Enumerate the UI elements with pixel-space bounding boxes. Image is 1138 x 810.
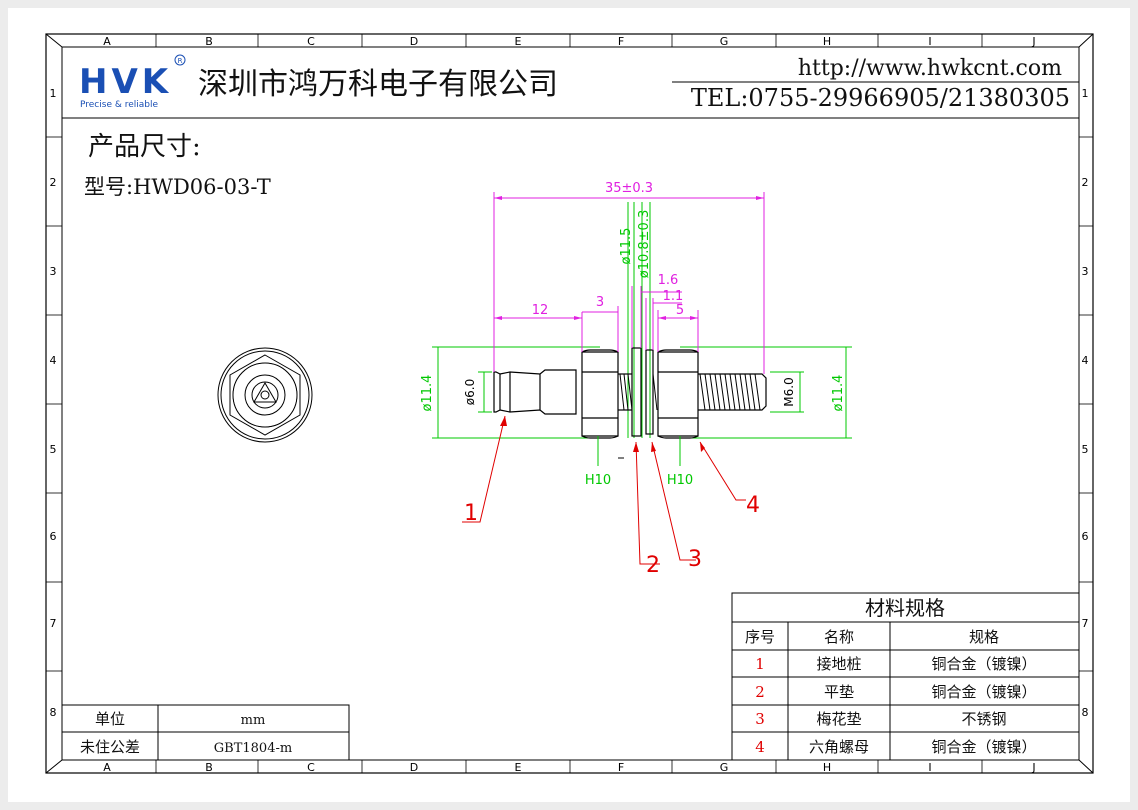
dim-pin-diameter: ø6.0: [463, 379, 477, 405]
row-no: 3: [755, 710, 765, 728]
inner-frame: [61, 46, 1080, 761]
row-spec: 铜合金（镀镍）: [931, 738, 1036, 756]
row-label-left: 1: [50, 87, 57, 100]
col-label-bottom: I: [928, 761, 931, 774]
zone-ticks: [46, 34, 1093, 773]
col-label-top: B: [205, 35, 213, 48]
dim-diameter-left: ø11.4: [420, 375, 435, 412]
col-label-top: C: [307, 35, 315, 48]
row-label-left: 6: [50, 530, 57, 543]
col-label-top: F: [618, 35, 624, 48]
row-label-left: 4: [50, 354, 57, 367]
units-table: [61, 704, 350, 761]
dim-hex-right: H10: [667, 473, 693, 488]
row-name: 梅花垫: [816, 710, 861, 728]
row-no: 2: [755, 683, 765, 701]
svg-text:R: R: [178, 57, 183, 65]
tolerance-label: 未住公差: [80, 738, 140, 756]
website: http://www.hwkcnt.com: [798, 56, 1062, 81]
dim-length-1-6: 1.6: [658, 273, 679, 288]
row-label-left: 2: [50, 176, 57, 189]
callout-2: 2: [646, 553, 660, 578]
row-label-right: 3: [1082, 265, 1089, 278]
callout-4: 4: [746, 493, 760, 518]
dim-diameter-11-5: ø11.5: [619, 228, 634, 265]
callout-leaders: [462, 415, 746, 565]
row-spec: 不锈钢: [961, 710, 1006, 728]
dim-hex-left: H10: [585, 473, 611, 488]
drawing-canvas: A B C D E F G H I J A B C D E F G H I J …: [45, 33, 1094, 774]
row-label-right: 7: [1082, 617, 1089, 630]
col-label-top: G: [720, 35, 729, 48]
row-name: 接地桩: [816, 655, 861, 673]
col-label-top: D: [410, 35, 418, 48]
col-label-bottom: B: [205, 761, 213, 774]
product-heading: 产品尺寸:: [88, 132, 201, 162]
company-logo: HVK: [79, 62, 172, 102]
model-number: 型号:HWD06-03-T: [84, 175, 271, 199]
row-label-right: 2: [1082, 176, 1089, 189]
row-spec: 铜合金（镀镍）: [931, 655, 1036, 673]
callout-3: 3: [688, 547, 702, 572]
col-label-bottom: G: [720, 761, 729, 774]
row-label-right: 4: [1082, 354, 1089, 367]
materials-table: [731, 592, 1080, 761]
tolerance-value: GBT1804-m: [214, 741, 292, 756]
col-label-bottom: D: [410, 761, 418, 774]
row-name: 六角螺母: [809, 738, 869, 756]
dim-thread: M6.0: [782, 377, 796, 406]
side-view: [432, 202, 852, 439]
dim-length-1-1: 1.1: [663, 289, 684, 304]
unit-value: mm: [241, 713, 266, 728]
company-name: 深圳市鸿万科电子有限公司: [198, 67, 558, 102]
col-label-bottom: H: [823, 761, 831, 774]
col-label-bottom: E: [515, 761, 522, 774]
col-header-no: 序号: [745, 628, 775, 646]
col-header-spec: 规格: [969, 628, 999, 646]
col-label-top: I: [928, 35, 931, 48]
dim-diameter-right: ø11.4: [831, 375, 846, 412]
row-label-left: 7: [50, 617, 57, 630]
row-label-right: 5: [1082, 443, 1089, 456]
col-label-bottom: J: [1031, 761, 1035, 774]
col-header-name: 名称: [824, 628, 854, 646]
dim-length-5: 5: [676, 303, 684, 318]
row-name: 平垫: [824, 683, 854, 701]
registered-icon: R: [174, 54, 186, 66]
unit-label: 单位: [95, 710, 125, 728]
col-label-bottom: A: [103, 761, 111, 774]
col-label-bottom: F: [618, 761, 624, 774]
dim-length-12: 12: [532, 303, 549, 318]
logo-tagline: Precise & reliable: [80, 100, 158, 110]
row-label-left: 3: [50, 265, 57, 278]
row-no: 4: [755, 738, 765, 756]
end-view: [217, 347, 313, 443]
col-label-top: J: [1031, 35, 1035, 48]
drawing-sheet: A B C D E F G H I J A B C D E F G H I J …: [8, 8, 1130, 802]
row-label-left: 8: [50, 706, 57, 719]
col-label-top: E: [515, 35, 522, 48]
row-spec: 铜合金（镀镍）: [931, 683, 1036, 701]
phone: TEL:0755-29966905/21380305: [691, 84, 1070, 112]
row-label-right: 8: [1082, 706, 1089, 719]
dim-length-3: 3: [596, 295, 604, 310]
col-label-top: H: [823, 35, 831, 48]
row-label-right: 1: [1082, 87, 1089, 100]
row-label-right: 6: [1082, 530, 1089, 543]
col-label-top: A: [103, 35, 111, 48]
callout-1: 1: [464, 501, 478, 526]
dim-diameter-10-8: ø10.8±0.3: [637, 210, 652, 278]
materials-title: 材料规格: [865, 596, 945, 620]
dim-overall-length: 35±0.3: [605, 181, 653, 196]
thread-pattern: [619, 373, 761, 411]
outer-frame: [45, 33, 1094, 774]
row-label-left: 5: [50, 443, 57, 456]
col-label-bottom: C: [307, 761, 315, 774]
dimension-lines: [493, 192, 765, 374]
row-no: 1: [755, 655, 765, 673]
